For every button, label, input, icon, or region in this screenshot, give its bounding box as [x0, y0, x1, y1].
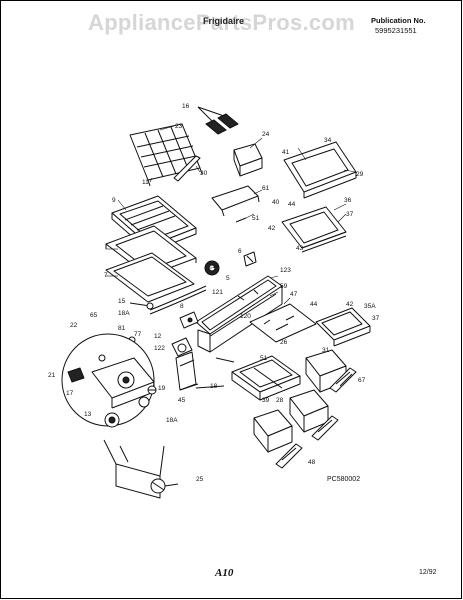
callout-label: 28 — [276, 397, 284, 404]
callout-label: 42 — [268, 225, 276, 232]
callout-label: 65 — [90, 312, 98, 319]
crisper-glass-part — [105, 252, 195, 303]
callout-label: 48 — [308, 459, 316, 466]
wire-part — [195, 385, 225, 389]
cabinet-base-part — [103, 439, 179, 499]
callout-label: 35A — [364, 303, 376, 310]
callout-label: 120 — [240, 313, 251, 320]
shelf-bracket-part — [211, 185, 260, 223]
callout-label: 8 — [180, 303, 184, 310]
callout-label: 24 — [262, 131, 270, 138]
callout-label: 43 — [296, 245, 304, 252]
rod-part — [149, 285, 207, 315]
watermark-text: AppliancePartsPros.com — [88, 10, 356, 35]
leader-lines — [106, 125, 357, 305]
callout-label: 26 — [280, 339, 288, 346]
callout-label: 123 — [280, 267, 291, 274]
callout-label: 11 — [142, 179, 149, 186]
callout-label: 39 — [262, 397, 270, 404]
glass-panel-part — [249, 303, 317, 343]
control-housing-part — [195, 275, 283, 353]
crisper-drawer-part — [231, 355, 301, 401]
publication-label: Publication No. — [371, 16, 426, 25]
callout-label: 40 — [272, 199, 280, 206]
callout-label: 31 — [322, 347, 330, 354]
meat-keeper-part — [289, 389, 329, 433]
damper-part — [171, 337, 193, 357]
shelf-rail-part — [173, 155, 201, 182]
callout-label: 67 — [358, 377, 366, 384]
callout-label: 21 — [48, 372, 56, 379]
wire-shelf-part — [129, 123, 203, 187]
callout-label: 23 — [175, 123, 183, 130]
callout-label: 37 — [372, 315, 380, 322]
publication-number: 5995231551 — [375, 26, 417, 35]
revision-date: 12/92 — [419, 569, 437, 576]
callout-label: 37 — [346, 211, 354, 218]
door-shelf-part — [315, 307, 371, 347]
callout-label: 29 — [356, 171, 364, 178]
callout-label: 41 — [282, 149, 290, 156]
callout-label: 12 — [154, 333, 162, 340]
callout-label: 61 — [262, 185, 270, 192]
callout-label: 14 — [212, 263, 220, 270]
callout-label: 19 — [158, 385, 166, 392]
callout-label: 22 — [70, 322, 78, 329]
crisper-pan-part — [253, 409, 293, 453]
grille-part — [329, 367, 357, 393]
drawing-code: PC580002 — [327, 476, 361, 483]
callout-label: 44 — [310, 301, 318, 308]
control-bracket-part — [179, 311, 199, 329]
drawer-grille-part — [275, 415, 339, 469]
callout-label: 51 — [252, 215, 260, 222]
glass-shelf-part — [281, 206, 347, 253]
bracket-support-part — [175, 351, 199, 391]
callout-label: 42 — [346, 301, 354, 308]
callout-label: 17 — [66, 390, 74, 397]
callout-label: 51 — [260, 355, 268, 362]
callout-label: 16 — [182, 103, 190, 110]
tube-part — [215, 357, 235, 363]
screw-part — [129, 302, 154, 310]
callout-label: 6 — [238, 248, 242, 255]
callout-label: 5 — [226, 275, 230, 282]
page-code: A10 — [215, 567, 234, 579]
callout-label: 36 — [344, 197, 352, 204]
small-bracket-part — [243, 251, 257, 267]
callout-label: 25 — [196, 476, 204, 483]
callout-label: 44 — [288, 201, 296, 208]
callout-label: 77 — [134, 331, 142, 338]
callout-label: 18A — [118, 310, 130, 317]
callout-label: 122 — [154, 345, 165, 352]
callout-label: 15 — [118, 298, 126, 305]
callout-label: 13 — [84, 411, 92, 418]
dairy-bin-part — [233, 143, 263, 177]
callout-label: 7 — [104, 272, 108, 279]
deli-drawer-part — [305, 349, 347, 393]
callout-label: 34 — [324, 137, 332, 144]
callout-label: 18 — [210, 383, 218, 390]
callout-label: 18A — [166, 417, 178, 424]
callout-label: 59 — [280, 283, 288, 290]
detail-inset — [61, 333, 155, 428]
callout-label: 47 — [290, 291, 298, 298]
callout-label: 9 — [112, 197, 116, 204]
shelf-support-part — [197, 106, 239, 135]
callout-label: 81 — [118, 325, 126, 332]
brand-name: Frigidaire — [203, 16, 245, 26]
screw-part-19 — [147, 385, 157, 395]
callout-label: 121 — [212, 289, 223, 296]
callout-label: 45 — [178, 397, 186, 404]
callout-label: 30 — [200, 170, 208, 177]
